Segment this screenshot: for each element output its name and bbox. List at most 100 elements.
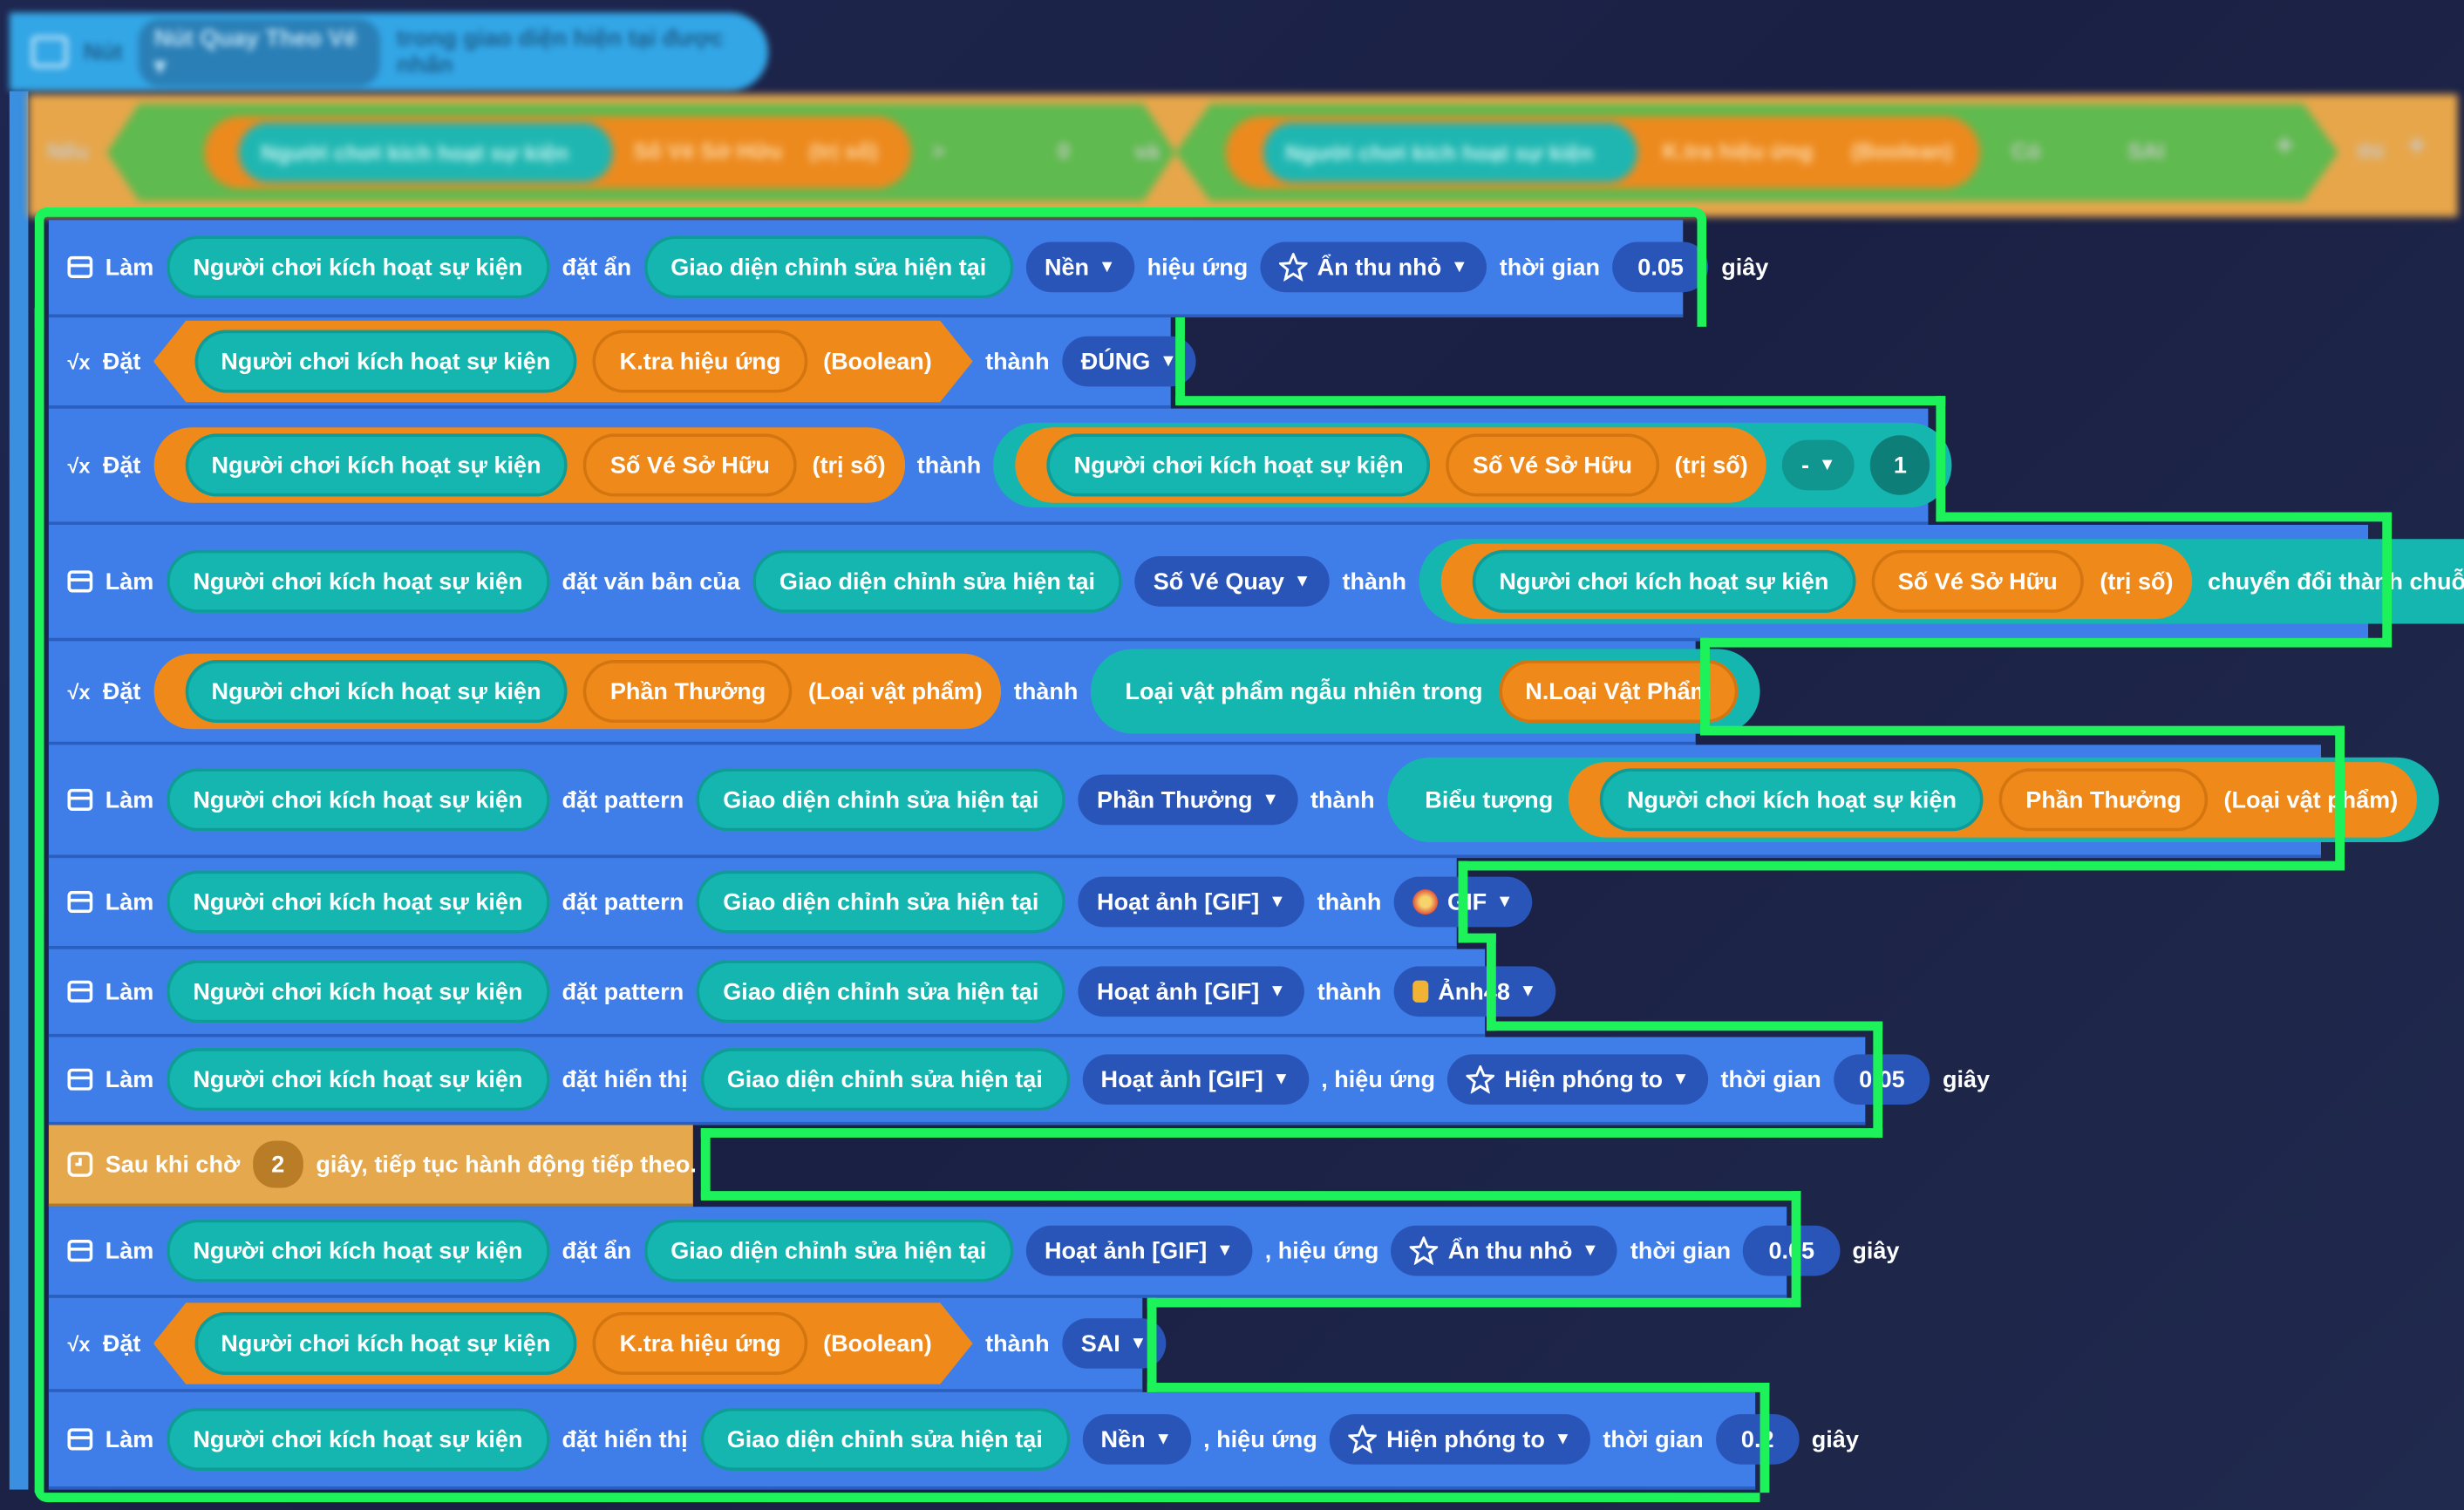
ui-pill[interactable]: Giao diện chỉnh sửa hiện tại — [696, 960, 1066, 1024]
variable-name[interactable]: Số Vé Sở Hữu — [583, 433, 797, 497]
time-input[interactable]: 0.05 — [1834, 1054, 1930, 1105]
wait-before-label: Sau khi chờ — [105, 1151, 241, 1178]
target-dropdown[interactable]: Nền▼ — [1081, 1414, 1191, 1465]
block-show-background[interactable]: Làm Người chơi kích hoạt sự kiện đặt hiể… — [48, 1391, 1859, 1490]
action-icon — [67, 888, 93, 915]
block-wait[interactable]: Sau khi chờ 2 giây, tiếp tục hành động t… — [48, 1125, 697, 1207]
wait-seconds-input[interactable]: 2 — [252, 1140, 303, 1188]
convert-expression[interactable]: Người chơi kích hoạt sự kiện Số Vé Sở Hữ… — [1419, 539, 2464, 624]
player-pill[interactable]: Người chơi kích hoạt sự kiện — [184, 433, 568, 497]
target-dropdown[interactable]: Hoạt ảnh [GIF]▼ — [1078, 876, 1305, 928]
player-pill[interactable]: Người chơi kích hoạt sự kiện — [184, 659, 568, 724]
variable-name[interactable]: Số Vé Sở Hữu — [1871, 549, 2085, 613]
variable-reference[interactable]: Người chơi kích hoạt sự kiện Số Vé Sở Hữ… — [1015, 427, 1767, 503]
button-dropdown[interactable]: Nút Quay Theo Vé ▾ — [138, 17, 381, 86]
block-set-ticket-text[interactable]: Làm Người chơi kích hoạt sự kiện đặt văn… — [48, 524, 2464, 642]
random-item-expression[interactable]: Loại vật phẩm ngẫu nhiên trong N.Loại Vậ… — [1090, 649, 1760, 734]
star-icon — [1410, 1236, 1439, 1265]
time-label: thời gian — [1499, 254, 1601, 281]
value-dropdown[interactable]: ĐÚNG▼ — [1062, 336, 1196, 387]
button-name: Nút Quay Theo Vé — [153, 24, 357, 51]
action-icon — [67, 977, 93, 1005]
effect-dropdown[interactable]: Hiện phóng to▼ — [1447, 1054, 1709, 1105]
operator-dropdown[interactable]: -▼ — [1782, 439, 1855, 491]
block-set-image48-pattern[interactable]: Làm Người chơi kích hoạt sự kiện đặt pat… — [48, 949, 1555, 1037]
player-pill[interactable]: Người chơi kích hoạt sự kiện — [194, 330, 578, 393]
effect-dropdown[interactable]: Ẩn thu nhỏ▼ — [1391, 1225, 1618, 1276]
block-set-effect-check-true[interactable]: √x Đặt Người chơi kích hoạt sự kiện K.tr… — [48, 317, 1196, 409]
event-hat-block[interactable]: Nút Nút Quay Theo Vé ▾ trong giao diện h… — [9, 12, 769, 92]
event-text: trong giao diện hiện tại được nhấn — [396, 24, 725, 79]
pattern-dropdown[interactable]: Ảnh48▼ — [1393, 966, 1555, 1017]
block-set-effect-check-false[interactable]: √x Đặt Người chơi kích hoạt sự kiện K.tr… — [48, 1297, 1166, 1392]
chevron-down-icon: ▼ — [1293, 572, 1311, 591]
variable-name[interactable]: Phần Thưởng — [1998, 768, 2209, 832]
ui-pill[interactable]: Giao diện chỉnh sửa hiện tại — [643, 1219, 1013, 1282]
ui-pill[interactable]: Giao diện chỉnh sửa hiện tại — [696, 768, 1066, 832]
variable-reference[interactable]: Người chơi kích hoạt sự kiện Số Vé Sở Hữ… — [1440, 543, 2193, 620]
time-input[interactable]: 0.05 — [1612, 241, 1709, 293]
item-pool[interactable]: N.Loại Vật Phẩm — [1498, 659, 1739, 724]
star-icon — [1279, 253, 1308, 282]
player-pill[interactable]: Người chơi kích hoạt sự kiện — [194, 1311, 578, 1376]
target-dropdown[interactable]: Số Vé Quay▼ — [1134, 556, 1331, 607]
chevron-down-icon: ▼ — [1216, 1241, 1234, 1261]
target-dropdown[interactable]: Phần Thưởng▼ — [1078, 774, 1298, 826]
verb-label: Làm — [105, 888, 154, 915]
variable-name[interactable]: K.tra hiệu ứng — [593, 330, 808, 393]
target-dropdown[interactable]: Hoạt ảnh [GIF]▼ — [1025, 1225, 1253, 1276]
block-hide-background[interactable]: Làm Người chơi kích hoạt sự kiện đặt ẩn … — [48, 220, 1768, 318]
player-pill[interactable]: Người chơi kích hoạt sự kiện — [166, 1048, 550, 1112]
variable-name[interactable]: Phần Thưởng — [583, 659, 793, 724]
add-then-icon[interactable]: + — [2407, 128, 2427, 164]
variable-reference[interactable]: Người chơi kích hoạt sự kiện K.tra hiệu … — [153, 320, 973, 403]
chevron-down-icon: ▼ — [1495, 892, 1514, 912]
player-pill[interactable]: Người chơi kích hoạt sự kiện — [166, 768, 550, 832]
time-input[interactable]: 0.2 — [1716, 1414, 1800, 1465]
verb-label: Đặt — [102, 1330, 141, 1357]
if-condition-block[interactable]: Nếu Người chơi kích hoạt sự kiện Số Vé S… — [28, 94, 2458, 217]
ui-pill[interactable]: Giao diện chỉnh sửa hiện tại — [752, 549, 1122, 613]
operand-input[interactable]: 1 — [1870, 435, 1930, 495]
block-hide-gif[interactable]: Làm Người chơi kích hoạt sự kiện đặt ẩn … — [48, 1207, 1899, 1298]
pattern-dropdown[interactable]: GIF▼ — [1393, 876, 1533, 928]
add-condition-icon[interactable]: + — [2275, 128, 2294, 164]
block-decrement-tickets[interactable]: √x Đặt Người chơi kích hoạt sự kiện Số V… — [48, 408, 1952, 525]
wait-icon — [67, 1150, 93, 1178]
effect-label: , hiệu ứng — [1203, 1425, 1317, 1453]
effect-dropdown[interactable]: Hiện phóng to▼ — [1330, 1414, 1590, 1465]
player-pill[interactable]: Người chơi kích hoạt sự kiện — [166, 960, 550, 1024]
variable-name[interactable]: K.tra hiệu ứng — [593, 1311, 808, 1376]
variable-reference[interactable]: Người chơi kích hoạt sự kiện K.tra hiệu … — [153, 1303, 973, 1384]
player-pill[interactable]: Người chơi kích hoạt sự kiện — [166, 549, 550, 613]
block-set-reward-icon[interactable]: Làm Người chơi kích hoạt sự kiện đặt pat… — [48, 745, 2440, 859]
action-label: đặt ẩn — [562, 1237, 632, 1264]
player-pill[interactable]: Người chơi kích hoạt sự kiện — [166, 870, 550, 934]
block-set-reward[interactable]: √x Đặt Người chơi kích hoạt sự kiện Phần… — [48, 641, 1760, 745]
player-pill[interactable]: Người chơi kích hoạt sự kiện — [166, 1407, 550, 1471]
ui-pill[interactable]: Giao diện chỉnh sửa hiện tại — [696, 870, 1066, 934]
player-pill[interactable]: Người chơi kích hoạt sự kiện — [1600, 768, 1984, 832]
player-pill[interactable]: Người chơi kích hoạt sự kiện — [166, 235, 550, 299]
variable-reference[interactable]: Người chơi kích hoạt sự kiện Phần Thưởng… — [153, 653, 1002, 730]
target-dropdown[interactable]: Hoạt ảnh [GIF]▼ — [1081, 1054, 1309, 1105]
target-dropdown[interactable]: Hoạt ảnh [GIF]▼ — [1078, 966, 1305, 1017]
time-input[interactable]: 0.05 — [1743, 1225, 1840, 1276]
block-show-gif[interactable]: Làm Người chơi kích hoạt sự kiện đặt hiể… — [48, 1037, 1990, 1126]
ui-pill[interactable]: Giao diện chỉnh sửa hiện tại — [700, 1407, 1070, 1471]
player-pill[interactable]: Người chơi kích hoạt sự kiện — [1046, 433, 1431, 497]
variable-name[interactable]: Số Vé Sở Hữu — [1446, 433, 1659, 497]
verb-label: Đặt — [102, 348, 141, 375]
variable-reference[interactable]: Người chơi kích hoạt sự kiện Phần Thưởng… — [1569, 762, 2417, 838]
ui-pill[interactable]: Giao diện chỉnh sửa hiện tại — [700, 1048, 1070, 1112]
math-expression[interactable]: Người chơi kích hoạt sự kiện Số Vé Sở Hữ… — [993, 422, 1952, 508]
block-set-gif-pattern[interactable]: Làm Người chơi kích hoạt sự kiện đặt pat… — [48, 858, 1533, 949]
target-dropdown[interactable]: Nền▼ — [1025, 241, 1135, 293]
ui-pill[interactable]: Giao diện chỉnh sửa hiện tại — [643, 235, 1013, 299]
value-dropdown[interactable]: SAI▼ — [1062, 1318, 1166, 1369]
player-pill[interactable]: Người chơi kích hoạt sự kiện — [166, 1219, 550, 1282]
variable-reference[interactable]: Người chơi kích hoạt sự kiện Số Vé Sở Hữ… — [153, 427, 905, 503]
icon-expression[interactable]: Biểu tượng Người chơi kích hoạt sự kiện … — [1387, 757, 2440, 843]
effect-dropdown[interactable]: Ẩn thu nhỏ▼ — [1260, 241, 1487, 293]
player-pill[interactable]: Người chơi kích hoạt sự kiện — [1472, 549, 1856, 613]
